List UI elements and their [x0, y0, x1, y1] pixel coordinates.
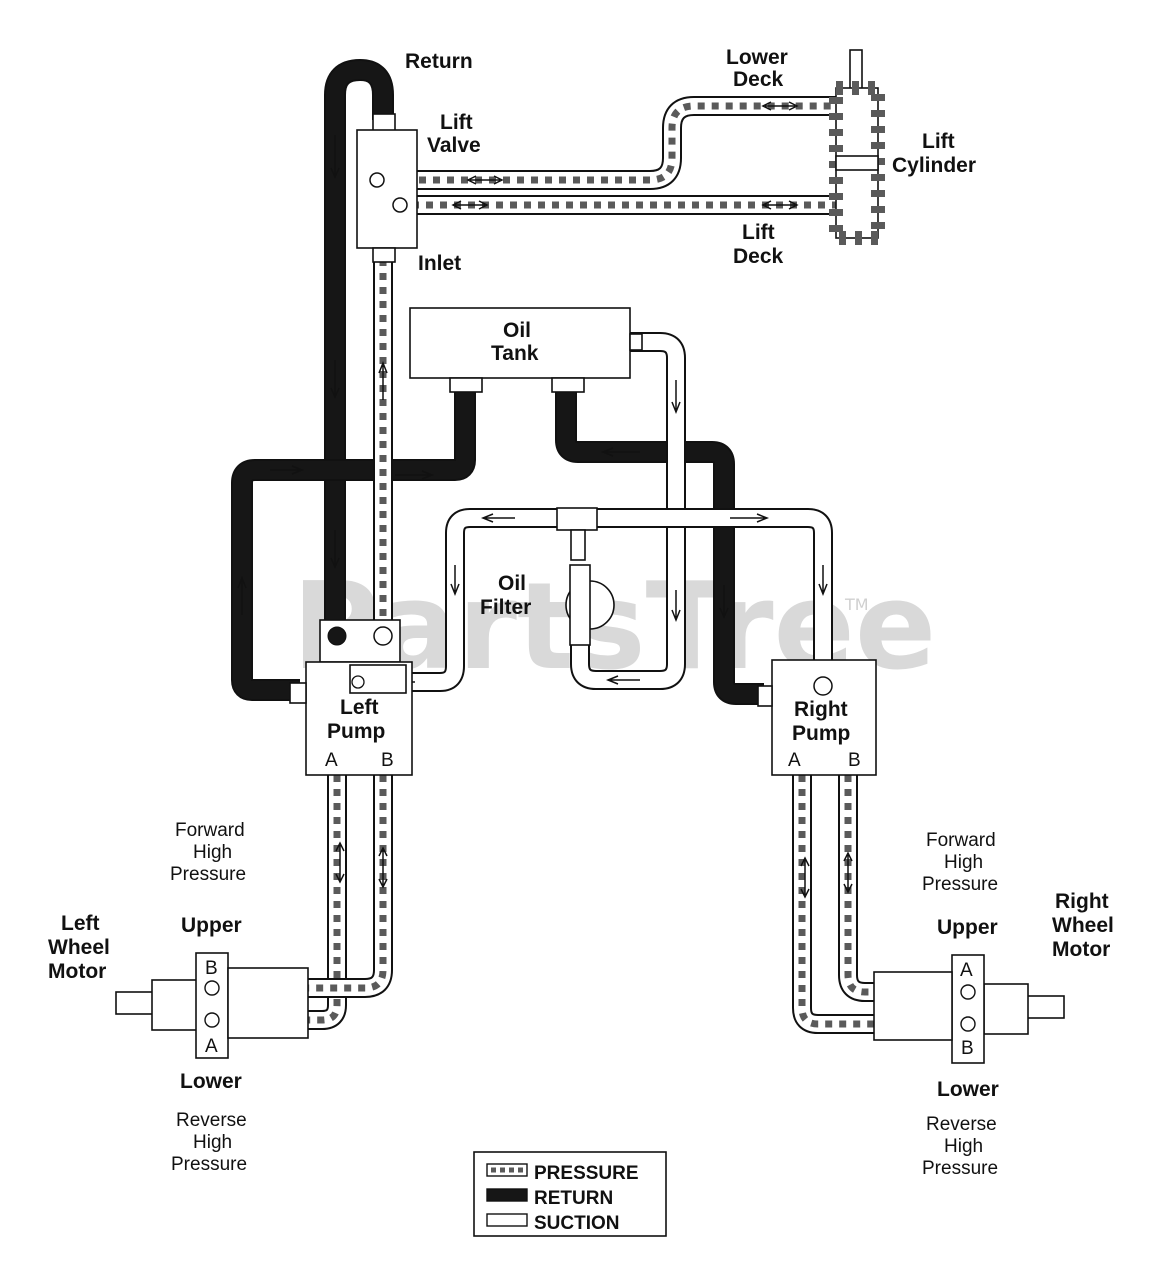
watermark-tm: TM: [844, 595, 869, 614]
left-wheel-motor-label-1: Left: [61, 912, 100, 935]
lift-deck-label-1: Lift: [742, 221, 775, 244]
pressure-hose-right-a: [792, 775, 972, 1034]
legend-suction-label: SUCTION: [534, 1213, 620, 1234]
left-reverse-label-3: Pressure: [171, 1154, 247, 1175]
right-reverse-label-2: High: [944, 1136, 983, 1157]
right-wheel-motor-label-2: Wheel: [1052, 914, 1114, 937]
lift-valve-label-2: Valve: [427, 134, 481, 157]
left-wheel-motor-label-2: Wheel: [48, 936, 110, 959]
oil-tank-label-1: Oil: [503, 319, 531, 342]
suction-hose-tank-to-filter: [570, 332, 686, 690]
lift-cylinder-label-1: Lift: [922, 130, 955, 153]
legend: PRESSURE RETURN SUCTION: [473, 1151, 667, 1237]
left-pump-label-1: Left: [340, 696, 379, 719]
right-pump: [757, 659, 877, 776]
right-pump-label-1: Right: [794, 698, 848, 721]
oil-filter: [556, 507, 615, 646]
lift-valve-label-1: Lift: [440, 111, 473, 134]
right-reverse-label-1: Reverse: [926, 1114, 997, 1135]
left-pump-port-b: B: [381, 750, 394, 771]
hoses: [210, 58, 972, 1034]
lift-cylinder-label-2: Cylinder: [892, 154, 976, 177]
right-pump-port-a: A: [788, 750, 801, 771]
lower-deck-label-2: Deck: [733, 68, 784, 91]
right-wheel-motor-label-3: Motor: [1052, 938, 1110, 961]
left-pump-port-a: A: [325, 750, 338, 771]
oil-filter-label-2: Filter: [480, 596, 531, 619]
lift-deck-label-2: Deck: [733, 245, 784, 268]
right-motor-port-a: A: [960, 960, 973, 981]
left-pump: [289, 619, 413, 776]
inlet-label: Inlet: [418, 252, 461, 275]
legend-suction-swatch: [486, 1213, 528, 1227]
legend-pressure-swatch: [486, 1163, 528, 1177]
legend-return-swatch: [486, 1188, 528, 1202]
flow-arrows: [237, 101, 940, 1029]
left-forward-label-2: High: [193, 842, 232, 863]
right-pump-port-b: B: [848, 750, 861, 771]
return-hose-tank-to-right-pump: [555, 390, 764, 705]
left-reverse-label-1: Reverse: [176, 1110, 247, 1131]
oil-tank: [409, 307, 643, 393]
legend-return-label: RETURN: [534, 1188, 613, 1209]
return-hose-tank-to-left-pump: [231, 390, 476, 701]
left-motor-port-b: B: [205, 958, 218, 979]
return-hose-left-valve: [324, 58, 394, 630]
left-motor-port-a: A: [205, 1036, 218, 1057]
left-reverse-label-2: High: [193, 1132, 232, 1153]
legend-pressure-label: PRESSURE: [534, 1163, 639, 1184]
right-upper-label: Upper: [937, 916, 998, 939]
return-label: Return: [405, 50, 473, 73]
right-pump-label-2: Pump: [792, 722, 850, 745]
pressure-hose-left-a: [210, 775, 347, 1030]
suction-hose-filter-to-right-pump: [595, 508, 833, 686]
left-forward-label-3: Pressure: [170, 864, 246, 885]
pressure-hose-left-b: [210, 775, 393, 998]
left-lower-label: Lower: [180, 1070, 242, 1093]
pressure-hose-lower-deck: [377, 96, 838, 190]
oil-tank-label-2: Tank: [491, 342, 539, 365]
right-lower-label: Lower: [937, 1078, 999, 1101]
right-motor-port-b: B: [961, 1038, 974, 1059]
right-forward-label-2: High: [944, 852, 983, 873]
right-wheel-motor: [873, 954, 1065, 1064]
lift-cylinder: [829, 49, 885, 245]
labels: Return Lift Valve Inlet Lower Deck Lift …: [48, 46, 1114, 1179]
right-wheel-motor-label-1: Right: [1055, 890, 1109, 913]
left-wheel-motor-label-3: Motor: [48, 960, 106, 983]
left-pump-label-2: Pump: [327, 720, 385, 743]
lower-deck-label-1: Lower: [726, 46, 788, 69]
pressure-hose-right-b: [838, 775, 972, 1002]
right-reverse-label-3: Pressure: [922, 1158, 998, 1179]
left-wheel-motor: [115, 952, 309, 1059]
left-upper-label: Upper: [181, 914, 242, 937]
lift-valve: [356, 113, 418, 263]
suction-hose-filter-to-left-pump: [358, 508, 560, 692]
left-forward-label-1: Forward: [175, 820, 245, 841]
right-forward-label-1: Forward: [926, 830, 996, 851]
oil-filter-label-1: Oil: [498, 572, 526, 595]
right-forward-label-3: Pressure: [922, 874, 998, 895]
